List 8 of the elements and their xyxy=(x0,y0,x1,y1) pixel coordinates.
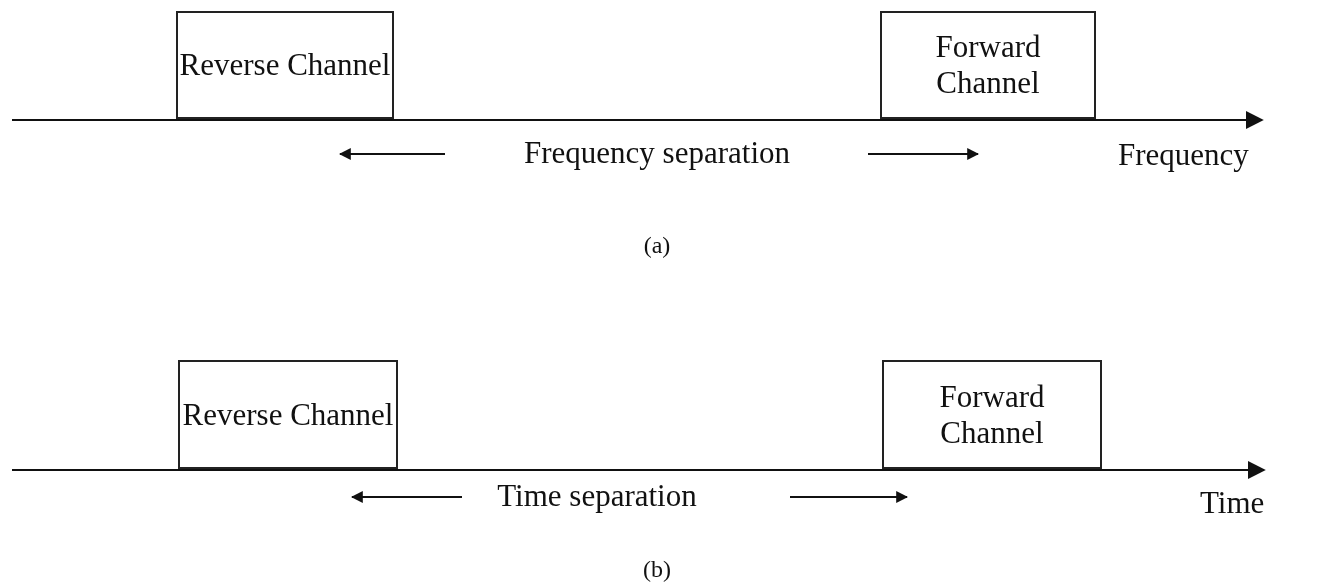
channel-box xyxy=(178,360,398,469)
channel-label: Reverse Channel xyxy=(179,47,391,83)
channel-label: Reverse Channel xyxy=(182,396,394,433)
channel-box xyxy=(882,360,1102,469)
channel-label: Forward Channel xyxy=(938,378,1046,451)
channel-label: Forward Channel xyxy=(934,29,1042,101)
channel-box xyxy=(880,11,1096,119)
channel-box xyxy=(176,11,394,119)
